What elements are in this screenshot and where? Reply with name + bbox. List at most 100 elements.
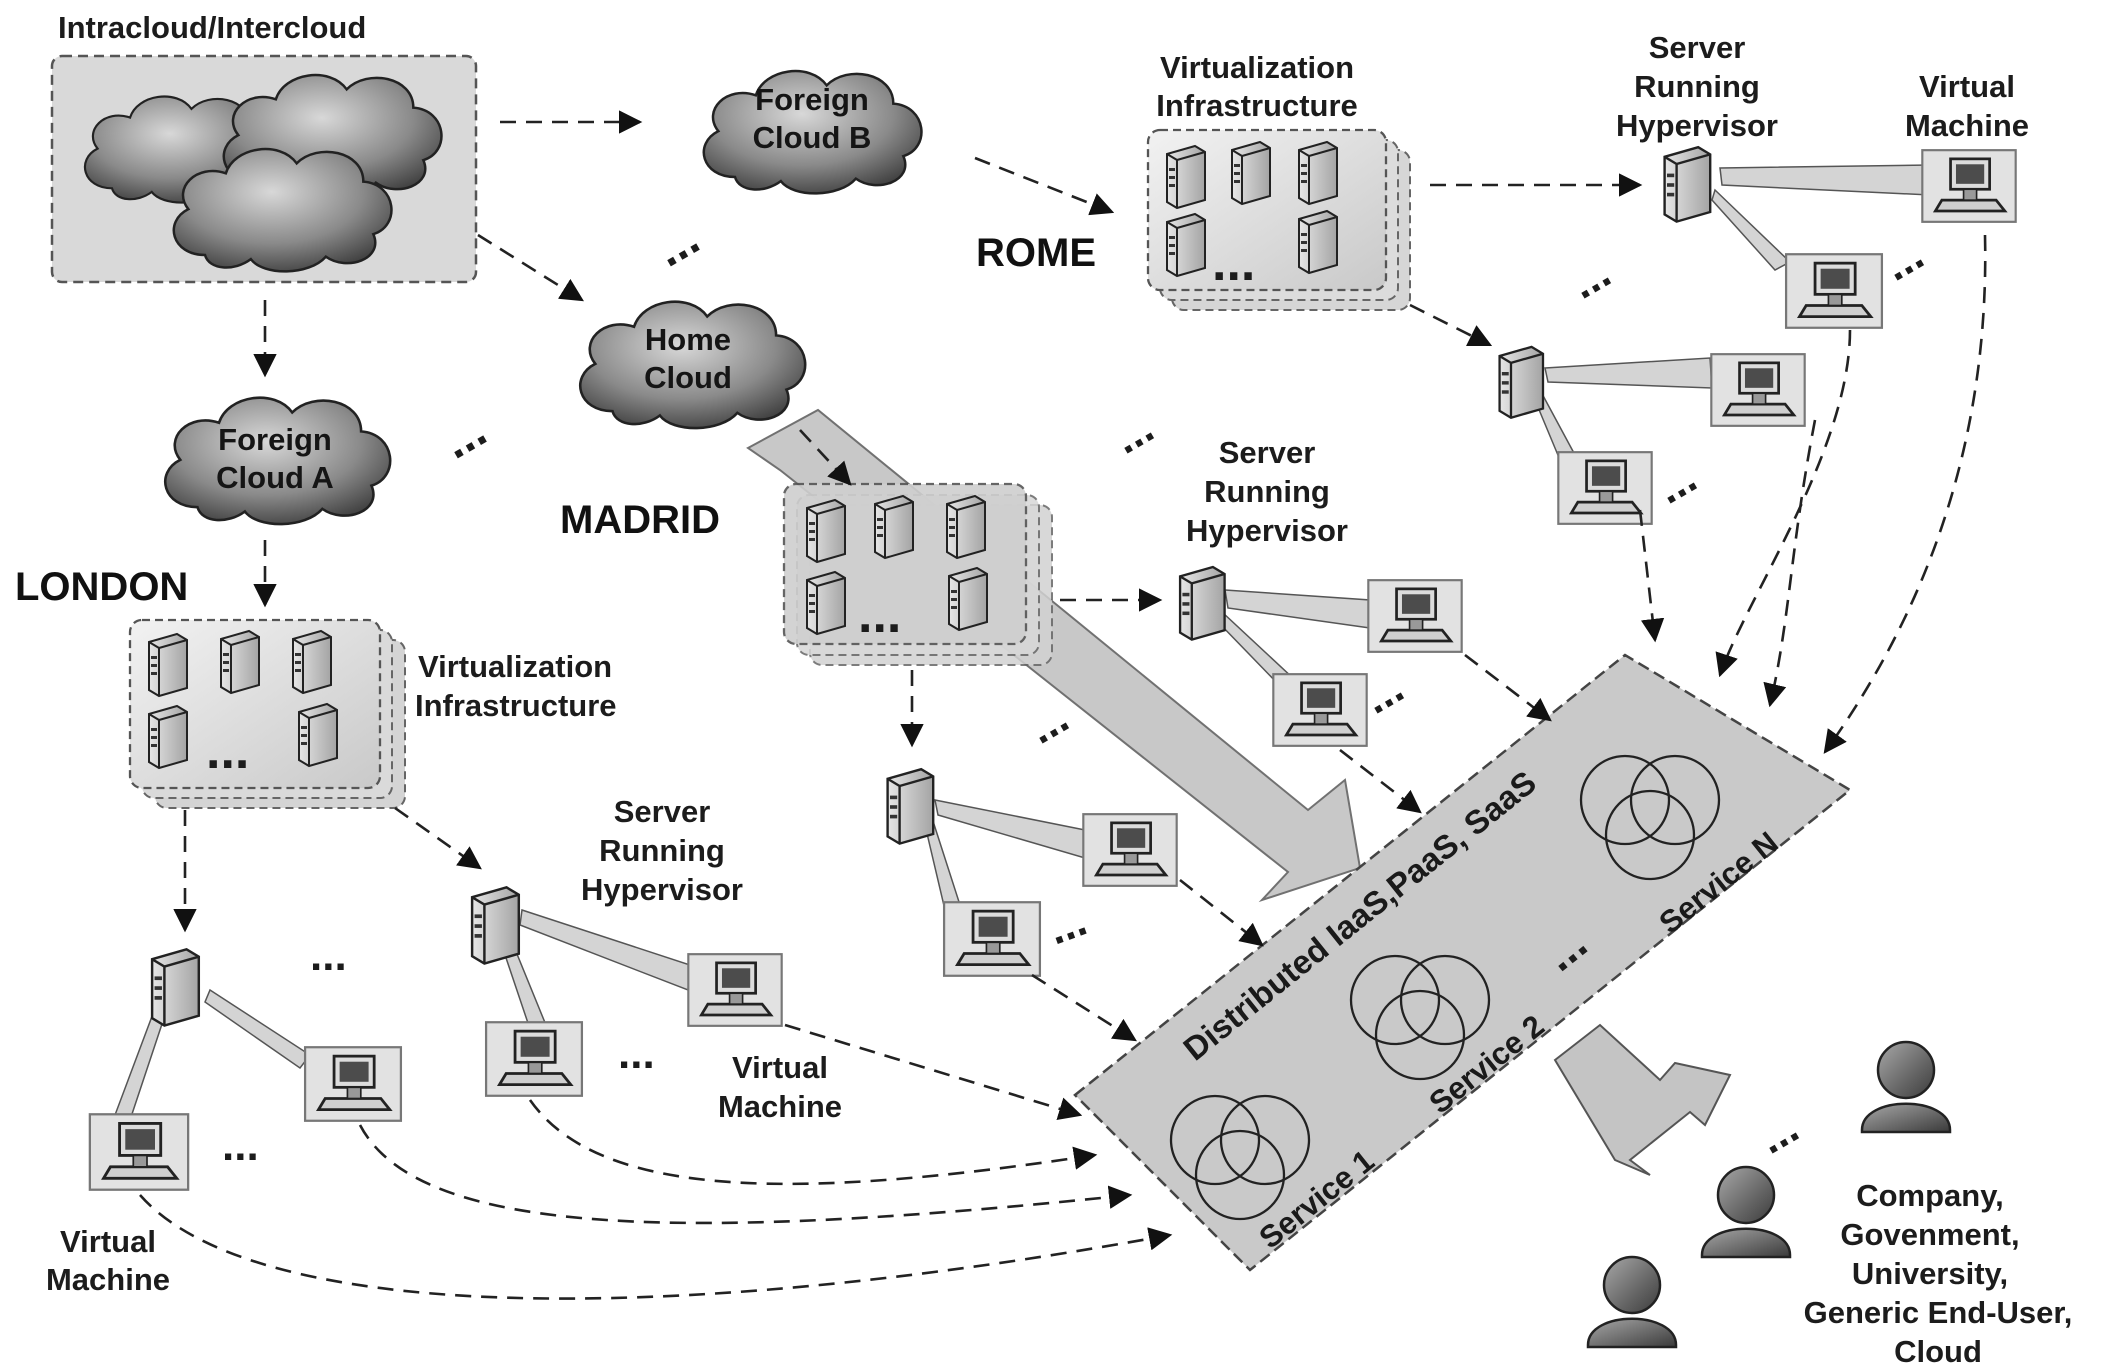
madrid-hypervisor-server-icon (1178, 565, 1226, 641)
foreign-cloud-b-line1: Foreign (755, 82, 869, 117)
rome-vm-to-band-arrow (1763, 419, 1817, 708)
rome-vm-icon (1556, 450, 1654, 526)
cloud-b-home-ellipsis: ... (647, 212, 708, 278)
london-rack-server-icon (147, 632, 189, 698)
london-hypervisor-line1: Server (614, 794, 711, 829)
rome-to-hypervisor-2-arrow (1409, 303, 1493, 347)
home-cloud-line2: Cloud (644, 360, 732, 395)
users-ellipsis: ... (1751, 1103, 1807, 1164)
user-icon (1700, 1165, 1792, 1259)
madrid-rack-server-icon (805, 570, 847, 636)
london-site: LONDON ... Virtualization Infrastructure… (15, 565, 842, 1297)
services-band-shape (1073, 653, 1853, 1272)
london-vm2-line1: Virtual (60, 1224, 156, 1259)
rome-hypervisor-server-icon (1663, 145, 1712, 223)
user-icon (1586, 1255, 1678, 1349)
rome-rack-server-icon (1165, 212, 1207, 278)
rome-label: ROME (976, 231, 1096, 275)
london-hypervisor-line2: Running (599, 833, 725, 868)
rome-hypervisor-line1: Server (1649, 30, 1746, 65)
madrid-vm-icon (1366, 578, 1464, 654)
london-vm-icon (88, 1112, 190, 1192)
dashed-arrows (139, 110, 1987, 1300)
service-1-venn-icon (1169, 1094, 1311, 1221)
rome-vm-ellipsis: ... (1876, 230, 1932, 291)
madrid-label: MADRID (560, 498, 720, 542)
london-rack-server-icon (147, 704, 189, 770)
end-users-line4: Generic End-User, (1804, 1295, 2073, 1330)
london-vm-to-band-arrow (358, 1124, 1133, 1225)
rome-rack-server-icon (1165, 144, 1207, 210)
madrid-rack-server-icon (945, 494, 987, 560)
london-vm-ellipsis: ... (618, 1029, 655, 1078)
home-to-madrid-arrow (799, 429, 852, 486)
to-users-arrow (1553, 1023, 1732, 1176)
rome-rack-server-icon (1230, 140, 1272, 206)
rome-vm-line2: Machine (1905, 108, 2029, 143)
london-vm-to-band-arrow (139, 1194, 1173, 1300)
madrid-hv-ellipsis: ... (1106, 403, 1162, 464)
madrid-hypervisor-line3: Hypervisor (1186, 513, 1348, 548)
london-vm-icon (686, 952, 784, 1028)
rome-hypervisor-line3: Hypervisor (1616, 108, 1778, 143)
rome-hypervisor-line2: Running (1634, 69, 1760, 104)
madrid-vm-icon (1081, 812, 1179, 888)
foreign-cloud-b-line2: Cloud B (753, 120, 872, 155)
rome-rack-server-icon (1297, 209, 1339, 275)
london-hypervisor-line3: Hypervisor (581, 872, 743, 907)
cloud-b-to-rome-arrow (974, 156, 1115, 216)
madrid-link-beam (934, 799, 1086, 860)
rome-virtualization-line2: Infrastructure (1156, 88, 1358, 123)
madrid-rack-server-icon (873, 494, 915, 560)
rome-vm-icon (1784, 252, 1884, 330)
madrid-vm-icon (942, 900, 1042, 978)
end-users-line2: Govenment, (1840, 1217, 2019, 1252)
home-cloud-a-ellipsis: ... (434, 404, 495, 470)
london-hypervisor-server-icon (150, 948, 201, 1027)
london-link-beam (204, 988, 312, 1070)
user-icon (1860, 1040, 1952, 1134)
rome-vm-icon (1920, 148, 2018, 224)
rome-hv-ellipsis: ... (1563, 248, 1619, 309)
rome-link-beam (1711, 188, 1792, 271)
end-users: ... Company, Govenment, University, Gene… (1586, 1040, 2073, 1366)
madrid-vm-to-band-arrow (1179, 878, 1264, 947)
home-cloud: Home Cloud (578, 300, 807, 430)
london-rack-ellipsis: ... (206, 722, 249, 780)
madrid-rack-server-icon (947, 566, 989, 632)
london-link-beam (519, 909, 691, 992)
end-users-line5: Cloud (1894, 1334, 1982, 1366)
rome-link-beam (1719, 164, 1931, 196)
home-cloud-line1: Home (645, 322, 731, 357)
london-hypervisor-server-icon (470, 886, 521, 965)
rome-vm-to-band-arrow (1638, 509, 1665, 643)
rome-vm2-ellipsis: ... (1649, 453, 1705, 514)
london-rack-server-icon (297, 702, 339, 768)
intercloud-label: Intracloud/Intercloud (58, 10, 366, 45)
madrid-vm-to-band-arrow (1031, 973, 1137, 1042)
madrid-vm-to-band-arrow (1464, 653, 1552, 722)
service-n-venn-icon (1579, 754, 1721, 881)
rome-rack-ellipsis: ... (1212, 234, 1255, 292)
london-vm2-ellipsis: ... (222, 1121, 259, 1170)
london-vm-icon (484, 1020, 584, 1098)
foreign-cloud-a-line1: Foreign (218, 422, 332, 457)
london-vm2-line2: Machine (46, 1262, 170, 1297)
intercloud-to-home-arrow (477, 233, 584, 302)
london-vm-to-band-arrow (528, 1099, 1098, 1186)
madrid-link-beam (1224, 589, 1371, 629)
rome-vm-icon (1709, 352, 1807, 428)
madrid-vm-icon (1271, 672, 1369, 748)
rome-hypervisor-server-icon (1498, 345, 1545, 419)
london-vm-line2: Machine (718, 1089, 842, 1124)
london-rack-server-icon (219, 629, 261, 695)
end-users-line3: University, (1852, 1256, 2008, 1291)
london-virtualization-line2: Infrastructure (415, 688, 617, 723)
rome-vm-line1: Virtual (1919, 69, 2015, 104)
rome-rack-server-icon (1297, 140, 1339, 206)
london-to-hypervisor-2-arrow (394, 806, 482, 870)
foreign-cloud-b: Foreign Cloud B (702, 69, 924, 195)
madrid-vm-to-band-arrow (1339, 748, 1422, 814)
london-label: LONDON (15, 565, 188, 609)
